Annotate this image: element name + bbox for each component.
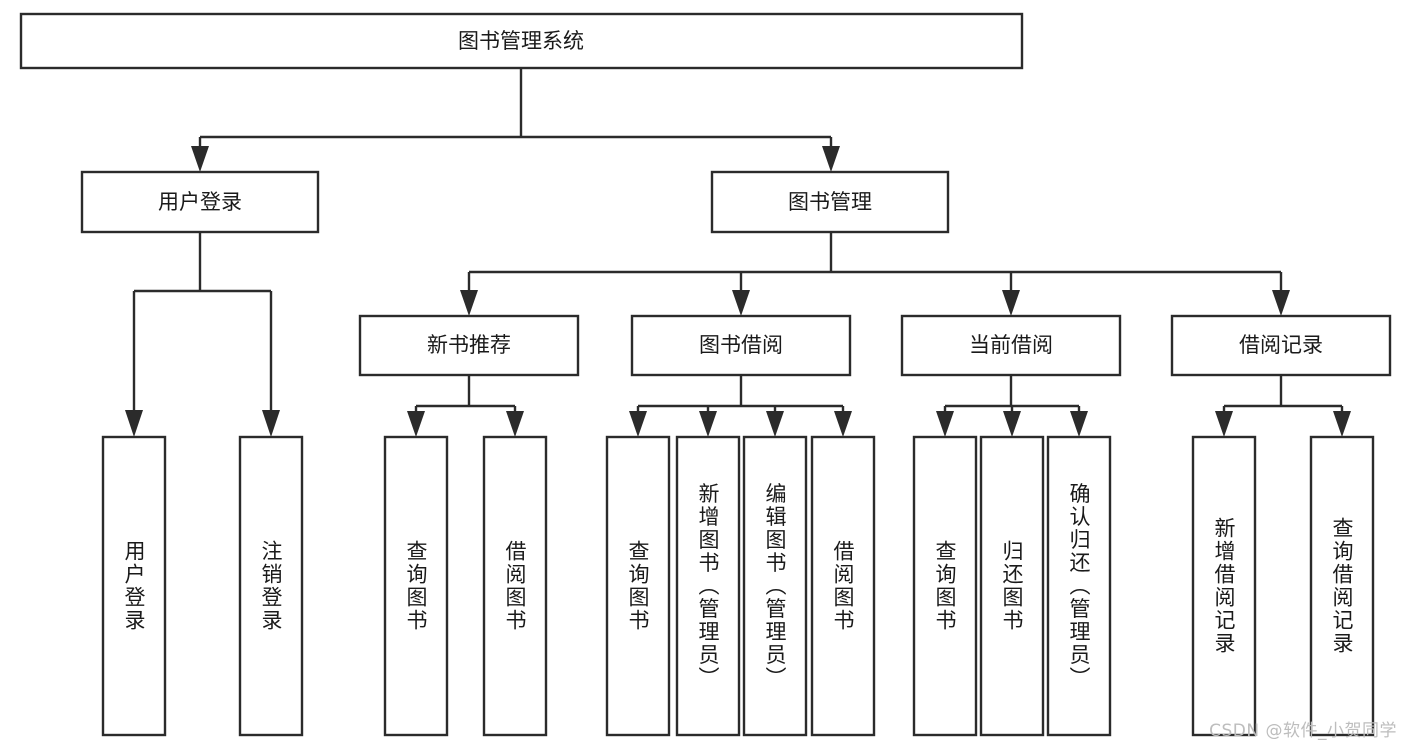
node-borrow-record-label: 借阅记录 [1239,333,1323,357]
connector-borrow-to-leaves [629,375,852,437]
node-root-label: 图书管理系统 [458,29,584,53]
node-book-management[interactable]: 图书管理 [710,170,950,234]
leaf-newbook-borrow[interactable]: 借阅图书 [482,435,548,737]
node-current-borrow[interactable]: 当前借阅 [900,314,1122,377]
connector-root-to-level1 [191,68,840,172]
arrow-head-icon [262,410,280,437]
arrow-head-icon [732,290,750,316]
arrow-head-icon [1333,411,1351,437]
leaf-user-login-login[interactable]: 用户登录 [101,435,167,737]
leaf-label: 查询图书 [933,540,957,632]
arrow-head-icon [1003,411,1021,437]
csdn-watermark: CSDN @软件_小贺同学 [1209,721,1397,741]
connector-record-to-leaves [1215,375,1351,437]
arrow-head-icon [629,411,647,437]
leaf-borrow-query[interactable]: 查询图书 [605,435,671,737]
leaf-borrow-borrow[interactable]: 借阅图书 [810,435,876,737]
leaf-label: 查询借阅记录 [1330,517,1354,655]
arrow-head-icon [822,146,840,172]
leaf-label: 新增借阅记录 [1212,517,1236,655]
arrow-head-icon [834,411,852,437]
arrow-head-icon [1215,411,1233,437]
node-borrow-record[interactable]: 借阅记录 [1170,314,1392,377]
node-current-borrow-label: 当前借阅 [969,333,1053,357]
node-book-management-label: 图书管理 [788,190,872,214]
arrow-head-icon [699,411,717,437]
arrow-head-icon [506,411,524,437]
node-book-borrow[interactable]: 图书借阅 [630,314,852,377]
leaf-label: 编辑图书（管理员） [763,483,787,690]
leaf-label: 新增图书（管理员） [696,483,720,690]
node-user-login[interactable]: 用户登录 [80,170,320,234]
arrow-head-icon [407,411,425,437]
leaf-label: 归还图书 [1000,540,1024,632]
leaf-borrow-edit[interactable]: 编辑图书（管理员） [742,435,808,737]
arrow-head-icon [766,411,784,437]
connector-current-to-leaves [936,375,1088,437]
node-root[interactable]: 图书管理系统 [19,12,1024,70]
leaf-label: 确认归还（管理员） [1067,483,1091,690]
connector-userlogin-to-leaves [125,232,280,437]
leaf-label: 用户登录 [122,540,146,632]
arrow-head-icon [1070,411,1088,437]
leaf-label: 查询图书 [626,540,650,632]
leaf-record-query[interactable]: 查询借阅记录 [1309,435,1375,737]
node-user-login-label: 用户登录 [158,190,242,214]
leaf-current-confirm-return[interactable]: 确认归还（管理员） [1046,435,1112,737]
leaf-label: 注销登录 [259,540,283,632]
connector-bookmgmt-to-level2 [460,232,1290,316]
leaf-label: 借阅图书 [831,540,855,632]
arrow-head-icon [1002,290,1020,316]
arrow-head-icon [1272,290,1290,316]
leaf-current-return[interactable]: 归还图书 [979,435,1045,737]
arrow-head-icon [936,411,954,437]
connector-newbook-to-leaves [407,375,524,437]
leaf-user-login-logout[interactable]: 注销登录 [238,435,304,737]
leaf-current-query[interactable]: 查询图书 [912,435,978,737]
leaf-label: 借阅图书 [503,540,527,632]
node-new-book-recommend-label: 新书推荐 [427,333,511,357]
node-new-book-recommend[interactable]: 新书推荐 [358,314,580,377]
leaf-label: 查询图书 [404,540,428,632]
node-book-borrow-label: 图书借阅 [699,333,783,357]
leaf-newbook-query[interactable]: 查询图书 [383,435,449,737]
arrow-head-icon [191,146,209,172]
arrow-head-icon [125,410,143,437]
leaf-record-add[interactable]: 新增借阅记录 [1191,435,1257,737]
leaf-borrow-add[interactable]: 新增图书（管理员） [675,435,741,737]
arrow-head-icon [460,290,478,316]
